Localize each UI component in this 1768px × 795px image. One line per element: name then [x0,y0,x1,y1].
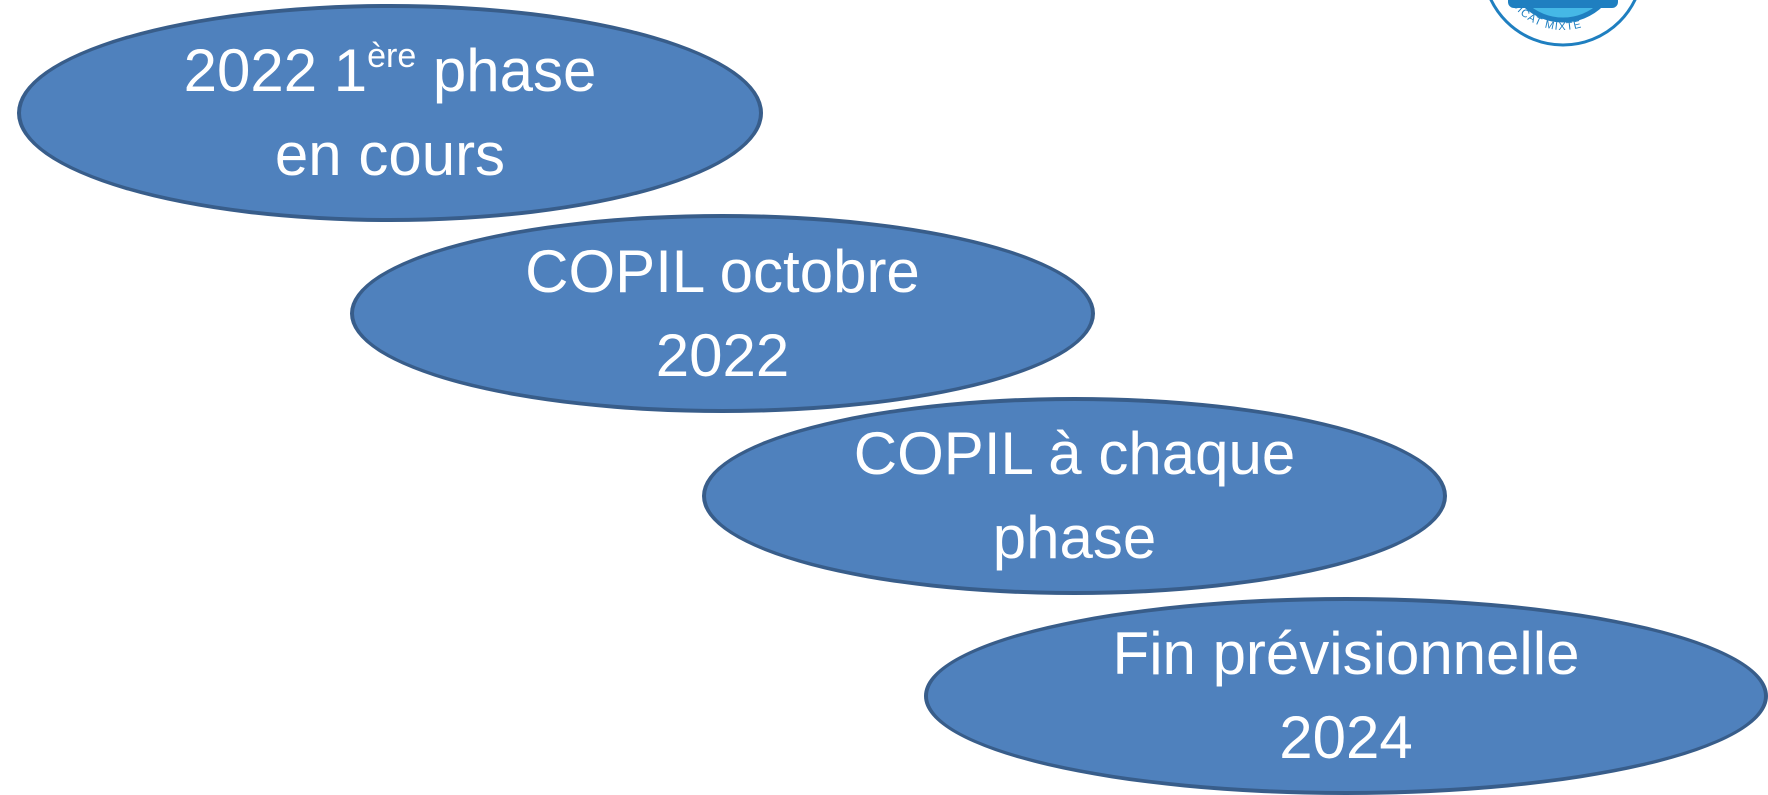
step-1-line-1: 2022 1ère phase [183,37,597,104]
timeline-step-copil-october: COPIL octobre 2022 [350,214,1095,413]
logo: SYNDICAT MIXTE [1478,0,1648,50]
timeline-step-2022-first-phase: 2022 1ère phase en cours [17,4,763,222]
timeline-step-copil-each-phase: COPIL à chaque phase [702,397,1447,595]
step-3-line-2: phase [992,504,1157,571]
step-4-line-2: 2024 [1279,704,1413,771]
syndicate-seal-logo-icon: SYNDICAT MIXTE [1489,0,1637,47]
timeline-step-projected-end: Fin prévisionnelle 2024 [924,597,1768,795]
step-3-line-1: COPIL à chaque [853,420,1296,487]
step-1-line-2: en cours [274,121,506,188]
step-4-line-1: Fin prévisionnelle [1112,620,1580,687]
step-2-line-1: COPIL octobre [525,237,920,305]
step-2-line-2: 2022 [655,321,790,389]
